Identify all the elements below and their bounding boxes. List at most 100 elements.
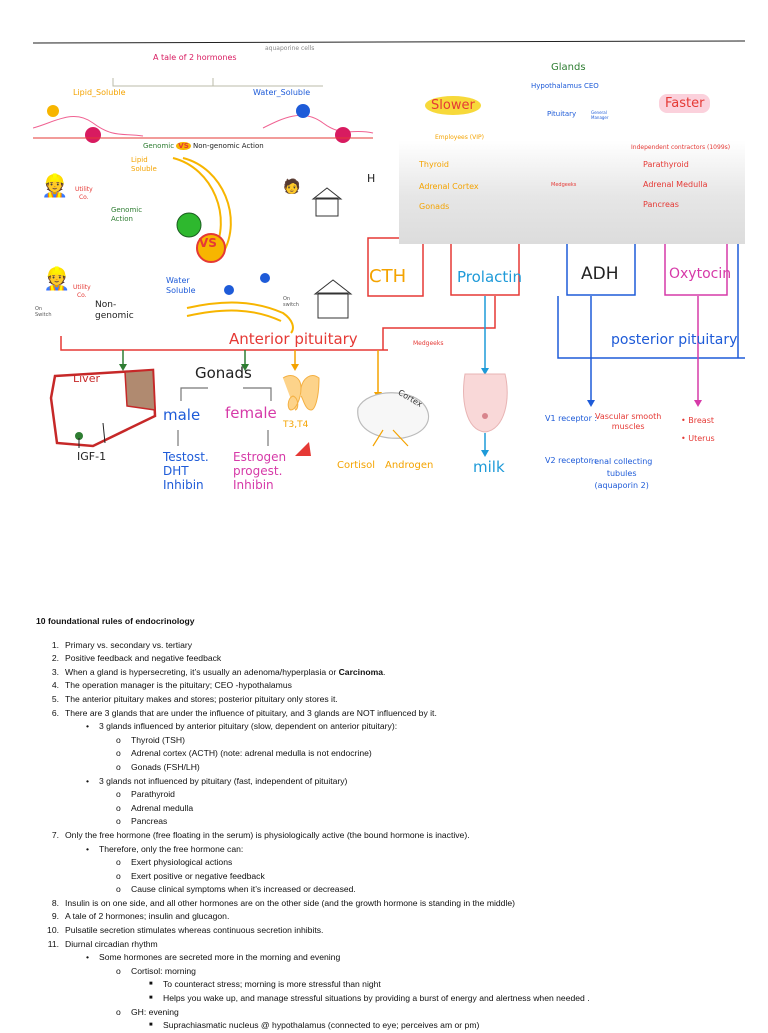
worker-icon-2: 👷 [43, 266, 71, 291]
utility-co-label: Utility Co. [75, 186, 93, 201]
list-text: Helps you wake up, and manage stressful … [36, 993, 590, 1003]
house-icon: 🧑 [283, 178, 301, 194]
genomic-title-a: Genomic [143, 142, 175, 150]
glands-title: Glands [551, 62, 586, 73]
list-text-main: Only the free hormone (free floating in … [65, 829, 470, 840]
list-marker: ■ [149, 1022, 153, 1029]
list-text: A tale of 2 hormones; insulin and glucag… [36, 911, 229, 921]
parathyroid-label: Parathyroid [643, 160, 689, 169]
list-marker: 6. [51, 707, 59, 718]
list-item: 4.The operation manager is the pituitary… [36, 679, 736, 693]
list-text-main: Cortisol: morning [131, 965, 196, 976]
list-marker: 8. [51, 897, 59, 908]
list-marker: • [86, 721, 90, 732]
vascular-label: Vascular smooth muscles [595, 412, 662, 431]
list-text-main: Insulin is on one side, and all other ho… [65, 897, 516, 908]
general-manager-label: General Manager [591, 110, 609, 120]
list-text: 3 glands influenced by anterior pituitar… [36, 721, 397, 731]
list-item: 3.When a gland is hypersecreting, it’s u… [36, 666, 736, 680]
list-marker: o [116, 870, 121, 881]
female-label: female [225, 404, 277, 422]
hypothalamus-ceo: Hypothalamus CEO [531, 82, 599, 90]
list-marker: 5. [51, 693, 59, 704]
list-item: 2.Positive feedback and negative feedbac… [36, 652, 736, 666]
list-item: ■Suprachiasmatic nucleus @ hypothalamus … [36, 1019, 736, 1033]
list-text-main: Exert positive or negative feedback [131, 870, 265, 881]
tale-title: A tale of 2 hormones [153, 53, 237, 62]
list-text-main: When a gland is hypersecreting, it’s usu… [65, 666, 339, 677]
list-item: 10. Pulsatile secretion stimulates wherea… [36, 924, 736, 938]
list-item: ■To counteract stress; morning is more s… [36, 978, 736, 992]
list-text: GH: evening [36, 1007, 179, 1017]
endocrinology-notes: 10 foundational rules of endocrinology 1… [36, 615, 736, 1033]
cortisol-label: Cortisol [337, 460, 376, 471]
independent-contractors-label: Independent contractors (1099s) [631, 144, 731, 151]
list-text: Diurnal circadian rhythm [36, 939, 158, 949]
glands-panel: Glands Hypothalamus CEO Pituitary Genera… [399, 56, 745, 244]
lipid-soluble-label-2: Lipid Soluble [131, 156, 157, 173]
list-marker: o [116, 734, 121, 745]
list-text: Primary vs. secondary vs. tertiary [36, 640, 192, 650]
list-marker: 4. [51, 680, 59, 691]
gonads-gland-label: Gonads [419, 202, 450, 211]
androgen-label: Androgen [385, 460, 434, 471]
list-text-main: The anterior pituitary makes and stores;… [65, 693, 338, 704]
list-text: Cortisol: morning [36, 966, 196, 976]
list-text: The operation manager is the pituitary; … [36, 680, 292, 690]
list-item: 11.Diurnal circadian rhythm [36, 938, 736, 952]
faster-label: Faster [659, 94, 711, 113]
list-marker: 10. [47, 925, 59, 936]
on-switch-label-2: On switch [283, 296, 299, 308]
list-text-main: There are 3 glands that are under the in… [65, 707, 437, 718]
list-item: •Therefore, only the free hormone can: [36, 843, 736, 857]
list-item: o Exert positive or negative feedback [36, 870, 736, 884]
t3t4-label: T3,T4 [283, 420, 309, 430]
list-text-main: Helps you wake up, and manage stressful … [163, 993, 590, 1004]
list-text-main: Pulsatile secretion stimulates whereas c… [65, 925, 324, 936]
pituitary-label: Pituitary [547, 110, 577, 118]
list-marker: o [116, 802, 121, 813]
lipid-soluble-label: Lipid_Soluble [73, 88, 126, 97]
male-hormones-label: Testost. DHT Inhibin [163, 450, 209, 492]
female-hormones-label: Estrogen progest. Inhibin [233, 450, 287, 492]
genomic-title-vs: VS [176, 142, 191, 150]
list-text: Cause clinical symptoms when it’s increa… [36, 884, 356, 894]
medgeeks-logo-2: Medgeeks [413, 340, 444, 347]
list-text-main: A tale of 2 hormones; insulin and glucag… [65, 911, 230, 922]
list-text: Positive feedback and negative feedback [36, 653, 221, 663]
list-text-main: 3 glands not influenced by pituitary (fa… [99, 775, 348, 786]
list-text-main: Parathyroid [131, 789, 175, 800]
uterus-label: • Uterus [681, 434, 715, 443]
list-text: 3 glands not influenced by pituitary (fa… [36, 776, 347, 786]
list-item: • 3 glands not influenced by pituitary (f… [36, 775, 736, 789]
list-marker: o [116, 789, 121, 800]
list-text: Adrenal medulla [36, 803, 193, 813]
list-text-main: Some hormones are secreted more in the m… [99, 952, 341, 963]
list-marker: 11. [47, 938, 59, 949]
endocrine-figure: aquaporine cells A tale of 2 hormones Li… [33, 38, 745, 510]
liver-label: Liver [73, 372, 100, 385]
list-marker: 2. [51, 653, 59, 664]
list-text-main: Thyroid (TSH) [131, 734, 185, 745]
list-text: Exert positive or negative feedback [36, 871, 265, 881]
list-marker: • [86, 775, 90, 786]
list-marker: o [116, 965, 121, 976]
h-fragment: H [367, 172, 376, 185]
water-soluble-label-2: Water Soluble [166, 276, 196, 295]
list-item: o Cortisol: morning [36, 965, 736, 979]
v1-receptor-label: V1 receptor : [545, 414, 598, 423]
list-text: Pulsatile secretion stimulates whereas c… [36, 925, 323, 935]
list-text: Only the free hormone (free floating in … [36, 830, 470, 840]
list-marker: • [86, 952, 90, 963]
anterior-pituitary-label: Anterior pituitary [229, 330, 358, 348]
list-item: 9.A tale of 2 hormones; insulin and gluc… [36, 910, 736, 924]
milk-label: milk [473, 458, 505, 476]
list-marker: ■ [149, 981, 153, 988]
list-marker: • [86, 843, 90, 854]
figure-drawing [33, 40, 745, 457]
list-item: • Some hormones are secreted more in the … [36, 951, 736, 965]
